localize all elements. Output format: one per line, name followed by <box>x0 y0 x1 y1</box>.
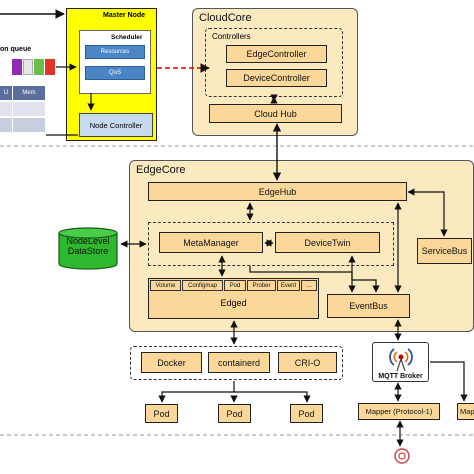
mqtt-label: MQTT Broker <box>378 373 423 380</box>
qos-label: QoS <box>108 70 121 76</box>
table-cell <box>13 102 45 116</box>
pod-label: Pod <box>153 408 170 419</box>
resources-label: Resources <box>100 49 130 55</box>
edged-tab-volume: Volume <box>150 280 181 291</box>
devicetwin-label: DeviceTwin <box>304 237 351 248</box>
eventbus-box: EventBus <box>327 294 410 318</box>
table-cell <box>0 102 12 116</box>
queue-item <box>23 59 33 75</box>
resource-table: U Mem <box>0 86 46 138</box>
servicebus-box: ServiceBus <box>417 238 472 264</box>
cloudcore-panel: CloudCore Controllers EdgeController Dev… <box>192 8 358 136</box>
table-header-label: U <box>3 90 9 96</box>
devicetwin-box: DeviceTwin <box>275 232 380 253</box>
edged-tabs: Volume Configmap Pod Prober Event ... <box>150 280 318 291</box>
node-controller-box: Node Controller <box>79 113 153 137</box>
scheduler-title: Scheduler <box>111 34 143 41</box>
datastore-line1: NodeLevel <box>66 236 110 246</box>
resources-box: Resources <box>85 45 145 59</box>
runtimes-group <box>130 346 343 380</box>
edged-panel: Volume Configmap Pod Prober Event ... Ed… <box>148 278 319 319</box>
mqtt-broker: MQTT Broker <box>372 342 429 382</box>
datastore-line2: DataStore <box>67 246 109 256</box>
edged-tab-label: Volume <box>155 282 176 289</box>
queue-item <box>12 59 22 75</box>
metamanager-box: MetaManager <box>159 232 263 253</box>
device-controller-label: DeviceController <box>243 73 310 83</box>
table-header-cell: U <box>0 86 12 100</box>
servicebus-label: ServiceBus <box>421 246 468 256</box>
edgecore-title: EdgeCore <box>136 164 186 176</box>
cloudcore-title: CloudCore <box>199 12 252 24</box>
runtime-containerd-box: containerd <box>208 352 270 373</box>
edged-tab-label: Event <box>280 282 297 289</box>
table-cell <box>13 118 45 132</box>
eventbus-label: EventBus <box>349 301 388 311</box>
edgehub-box: EdgeHub <box>148 182 407 201</box>
broadcast-icon <box>389 348 413 372</box>
edged-tab-label: Pod <box>229 282 241 289</box>
datastore-label: NodeLevel DataStore <box>57 236 119 256</box>
runtime-crio-box: CRI-O <box>278 352 337 373</box>
edged-label: Edged <box>220 298 247 308</box>
qos-box: QoS <box>85 66 145 80</box>
edge-controller-box: EdgeController <box>226 45 327 63</box>
runtime-label: containerd <box>217 357 261 368</box>
runtime-docker-box: Docker <box>141 352 202 373</box>
pod-label: Pod <box>298 408 315 419</box>
queue-item <box>34 59 44 75</box>
edged-tab-more: ... <box>301 280 317 291</box>
table-header-cell: Mem <box>13 86 45 100</box>
runtime-label: CRI-O <box>294 357 321 368</box>
scheduler-panel: Scheduler Resources QoS <box>79 30 151 94</box>
edge-controller-label: EdgeController <box>246 49 307 59</box>
edged-tab-prober: Prober <box>247 280 276 291</box>
metamanager-label: MetaManager <box>183 237 239 248</box>
queue-label: on queue <box>0 46 32 53</box>
pod-box: Pod <box>218 404 251 423</box>
table-header-label: Mem <box>22 90 36 96</box>
mapper-box-2: Map <box>457 403 474 420</box>
mapper-label: Mapper (Protocol-1) <box>365 407 433 416</box>
pod-box: Pod <box>145 404 178 423</box>
edged-tab-pod: Pod <box>224 280 246 291</box>
device-icon <box>394 448 410 464</box>
cloud-hub-label: Cloud Hub <box>254 108 297 119</box>
node-controller-label: Node Controller <box>89 120 143 130</box>
master-node-title: Master Node <box>103 12 146 19</box>
meta-twin-group <box>148 222 394 266</box>
mapper-label-2: Map <box>460 407 474 416</box>
edged-tab-label: Prober <box>252 282 271 289</box>
controllers-label: Controllers <box>212 32 251 41</box>
table-cell <box>0 118 12 132</box>
edged-tab-event: Event <box>277 280 300 291</box>
edged-tab-label: Configmap <box>187 282 217 289</box>
device-controller-box: DeviceController <box>226 69 327 87</box>
edged-tab-label: ... <box>306 282 312 289</box>
cloud-hub-box: Cloud Hub <box>209 104 342 123</box>
queue-item <box>45 59 55 75</box>
mapper-box: Mapper (Protocol-1) <box>358 403 440 420</box>
edged-tab-configmap: Configmap <box>182 280 223 291</box>
runtime-label: Docker <box>157 357 186 368</box>
master-node-panel: Master Node Scheduler Resources QoS Node… <box>66 8 157 141</box>
pod-label: Pod <box>226 408 243 419</box>
datastore-cylinder <box>58 227 118 270</box>
queue-items <box>12 59 56 75</box>
edgehub-label: EdgeHub <box>258 186 297 197</box>
controllers-group: Controllers EdgeController DeviceControl… <box>205 28 343 97</box>
pod-box: Pod <box>290 404 323 423</box>
